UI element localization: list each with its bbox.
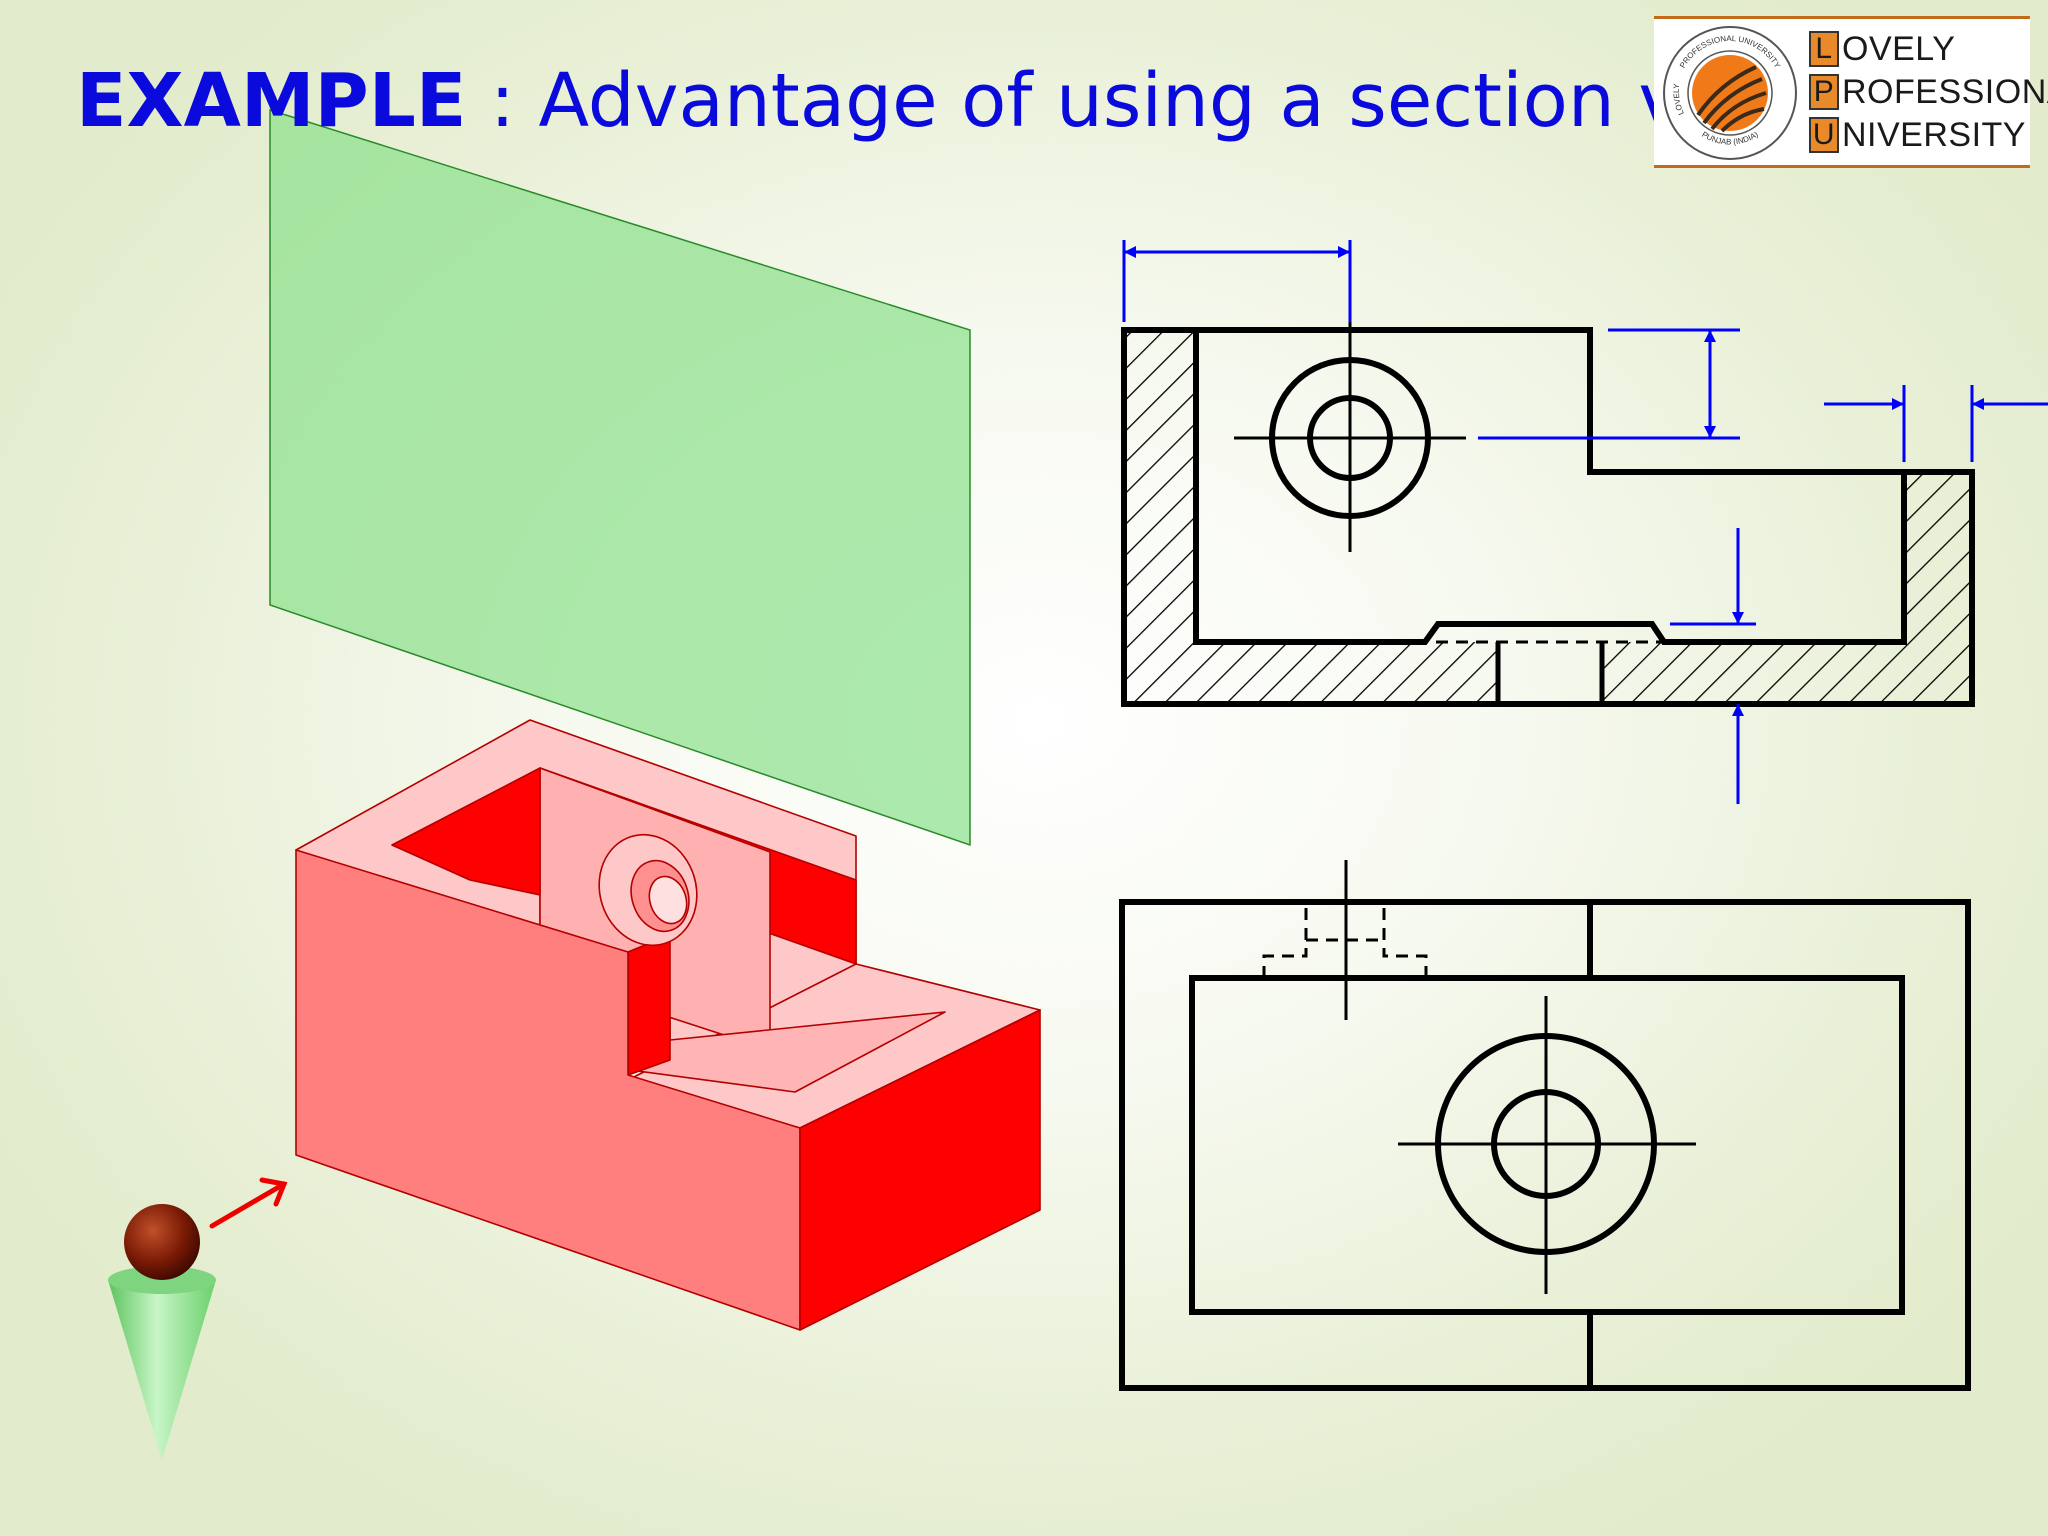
top-view-inner — [1189, 975, 1905, 1315]
part-inner-step-side — [627, 934, 671, 1076]
top-view — [1119, 860, 1971, 1391]
front-view-inner-outline — [1193, 330, 1907, 645]
university-seal-icon: PROFESSIONAL UNIVERSITY LOVELY PUNJAB (I… — [1663, 26, 1797, 160]
hatch-left-wall — [1124, 330, 1196, 704]
isometric-part — [295, 719, 1041, 1331]
logo-line-professional: PROFESSIONAL — [1809, 72, 2048, 112]
title-text: : Advantage of using a section view. — [489, 58, 1826, 144]
hatch-right-wall — [1904, 472, 1972, 704]
front-section-view — [1121, 322, 1975, 707]
hatch-bottom-left — [1196, 642, 1498, 704]
top-view-outer — [1119, 899, 1971, 1391]
slide-title: EXAMPLE : Advantage of using a section v… — [76, 58, 1825, 144]
part-inner-left-side — [391, 767, 541, 896]
university-logo: PROFESSIONAL UNIVERSITY LOVELY PUNJAB (I… — [1654, 16, 2048, 168]
viewer-eye-icon — [108, 1204, 216, 1460]
hatch-bottom-right — [1602, 642, 1904, 704]
sight-arrow-icon — [209, 1177, 288, 1229]
front-view-outline — [1121, 327, 1975, 707]
cutting-plane — [269, 108, 971, 847]
title-keyword: EXAMPLE — [76, 58, 467, 144]
part-bore-hole — [648, 875, 688, 925]
part-right-face — [799, 1009, 1041, 1331]
dimension-lines — [1122, 240, 2048, 804]
